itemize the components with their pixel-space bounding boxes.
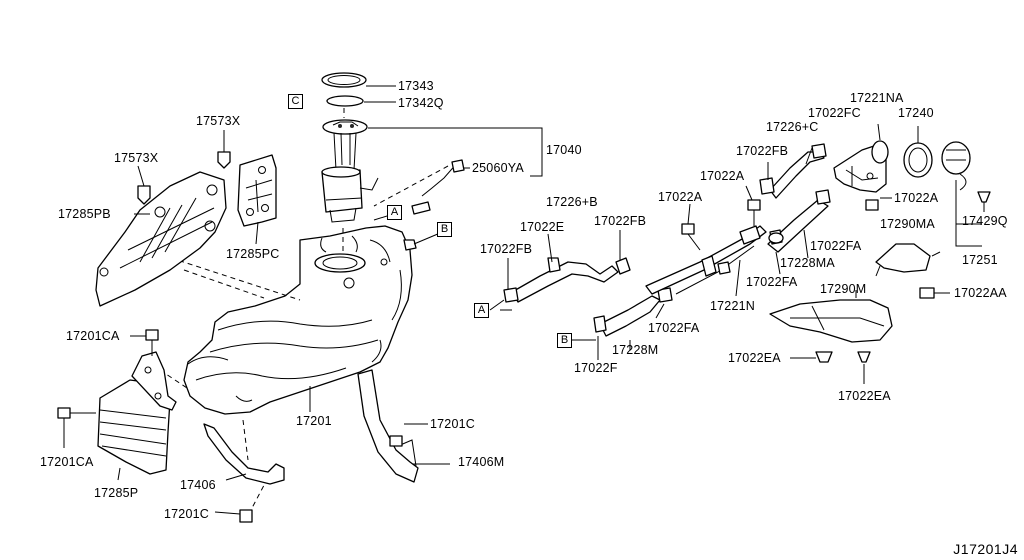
clip-17573x-icon[interactable] [137, 151, 231, 205]
part-label-17343[interactable]: 17343 [398, 79, 434, 93]
part-label-17406m[interactable]: 17406M [458, 455, 505, 469]
fuel-level-sender-25060ya[interactable] [411, 159, 465, 215]
part-label-17228ma[interactable]: 17228MA [780, 256, 835, 270]
bolt-17201ca-icon[interactable] [57, 329, 159, 419]
shield-17285p[interactable] [97, 351, 177, 475]
tube-17221n[interactable] [645, 225, 767, 295]
diagram-code: J17201J4 [953, 541, 1018, 557]
part-label-17226c[interactable]: 17226+C [766, 120, 819, 134]
part-label-17022f[interactable]: 17022F [574, 361, 618, 375]
marker-c: C [288, 94, 303, 109]
part-label-17290m[interactable]: 17290M [820, 282, 867, 296]
fuel-pump-module-17040[interactable] [321, 72, 379, 223]
part-label-17022aa[interactable]: 17022AA [954, 286, 1007, 300]
hose-17228ma[interactable] [767, 189, 831, 253]
part-label-17285pc[interactable]: 17285PC [226, 247, 280, 261]
hose-17228m[interactable] [593, 287, 673, 337]
part-label-17022fa[interactable]: 17022FA [746, 275, 798, 289]
part-label-17022fb[interactable]: 17022FB [736, 144, 789, 158]
marker-a: A [387, 205, 402, 220]
part-label-17022fb[interactable]: 17022FB [594, 214, 647, 228]
part-label-17022fb[interactable]: 17022FB [480, 242, 533, 256]
hose-17226b[interactable] [503, 257, 631, 303]
part-label-17226b[interactable]: 17226+B [546, 195, 598, 209]
part-label-17573x[interactable]: 17573X [114, 151, 159, 165]
protector-17290m[interactable] [769, 299, 893, 363]
bolt-17022a-icon[interactable] [681, 199, 879, 251]
part-label-17240[interactable]: 17240 [898, 106, 934, 120]
part-label-17022ea[interactable]: 17022EA [838, 389, 891, 403]
part-label-17201ca[interactable]: 17201CA [66, 329, 120, 343]
part-label-17201c[interactable]: 17201C [164, 507, 209, 521]
leader-lines [63, 85, 985, 515]
strap-17406[interactable] [203, 423, 285, 523]
part-label-17022fc[interactable]: 17022FC [808, 106, 861, 120]
part-label-17022fa[interactable]: 17022FA [648, 321, 700, 335]
marker-b: B [437, 222, 452, 237]
marker-a: A [474, 303, 489, 318]
part-label-17342q[interactable]: 17342Q [398, 96, 444, 110]
tank-bolt-icon [403, 239, 417, 251]
part-label-17022fa[interactable]: 17022FA [810, 239, 862, 253]
filler-cap-17251[interactable] [941, 141, 991, 203]
part-label-17228m[interactable]: 17228M [612, 343, 659, 357]
part-label-17251[interactable]: 17251 [962, 253, 998, 267]
part-label-17201ca[interactable]: 17201CA [40, 455, 94, 469]
fuel-tank-17201[interactable] [183, 225, 413, 415]
part-label-17573x[interactable]: 17573X [196, 114, 241, 128]
part-label-17022a[interactable]: 17022A [894, 191, 939, 205]
bracket-17406m[interactable] [357, 369, 419, 483]
part-label-17290ma[interactable]: 17290MA [880, 217, 935, 231]
part-label-17201[interactable]: 17201 [296, 414, 332, 428]
part-label-25060ya[interactable]: 25060YA [472, 161, 524, 175]
filler-neck-17221na[interactable] [833, 140, 889, 193]
part-label-17201c[interactable]: 17201C [430, 417, 475, 431]
part-label-17285p[interactable]: 17285P [94, 486, 139, 500]
part-label-17285pb[interactable]: 17285PB [58, 207, 111, 221]
gasket-17240[interactable] [903, 142, 933, 178]
part-label-17221n[interactable]: 17221N [710, 299, 755, 313]
part-label-17040[interactable]: 17040 [546, 143, 582, 157]
bolt-17022aa-icon[interactable] [919, 287, 935, 299]
part-label-17429q[interactable]: 17429Q [962, 214, 1008, 228]
part-label-17022a[interactable]: 17022A [700, 169, 745, 183]
bracket-17290ma[interactable] [875, 243, 931, 277]
heat-shield-17285pb[interactable] [95, 171, 227, 307]
part-label-17022ea[interactable]: 17022EA [728, 351, 781, 365]
heat-shield-17285pc[interactable] [237, 154, 277, 227]
part-label-17221na[interactable]: 17221NA [850, 91, 904, 105]
part-label-17406[interactable]: 17406 [180, 478, 216, 492]
part-label-17022a[interactable]: 17022A [658, 190, 703, 204]
marker-b: B [557, 333, 572, 348]
part-label-17022e[interactable]: 17022E [520, 220, 565, 234]
hose-17226c[interactable] [759, 143, 827, 199]
assembly-guide-lines [159, 108, 449, 509]
